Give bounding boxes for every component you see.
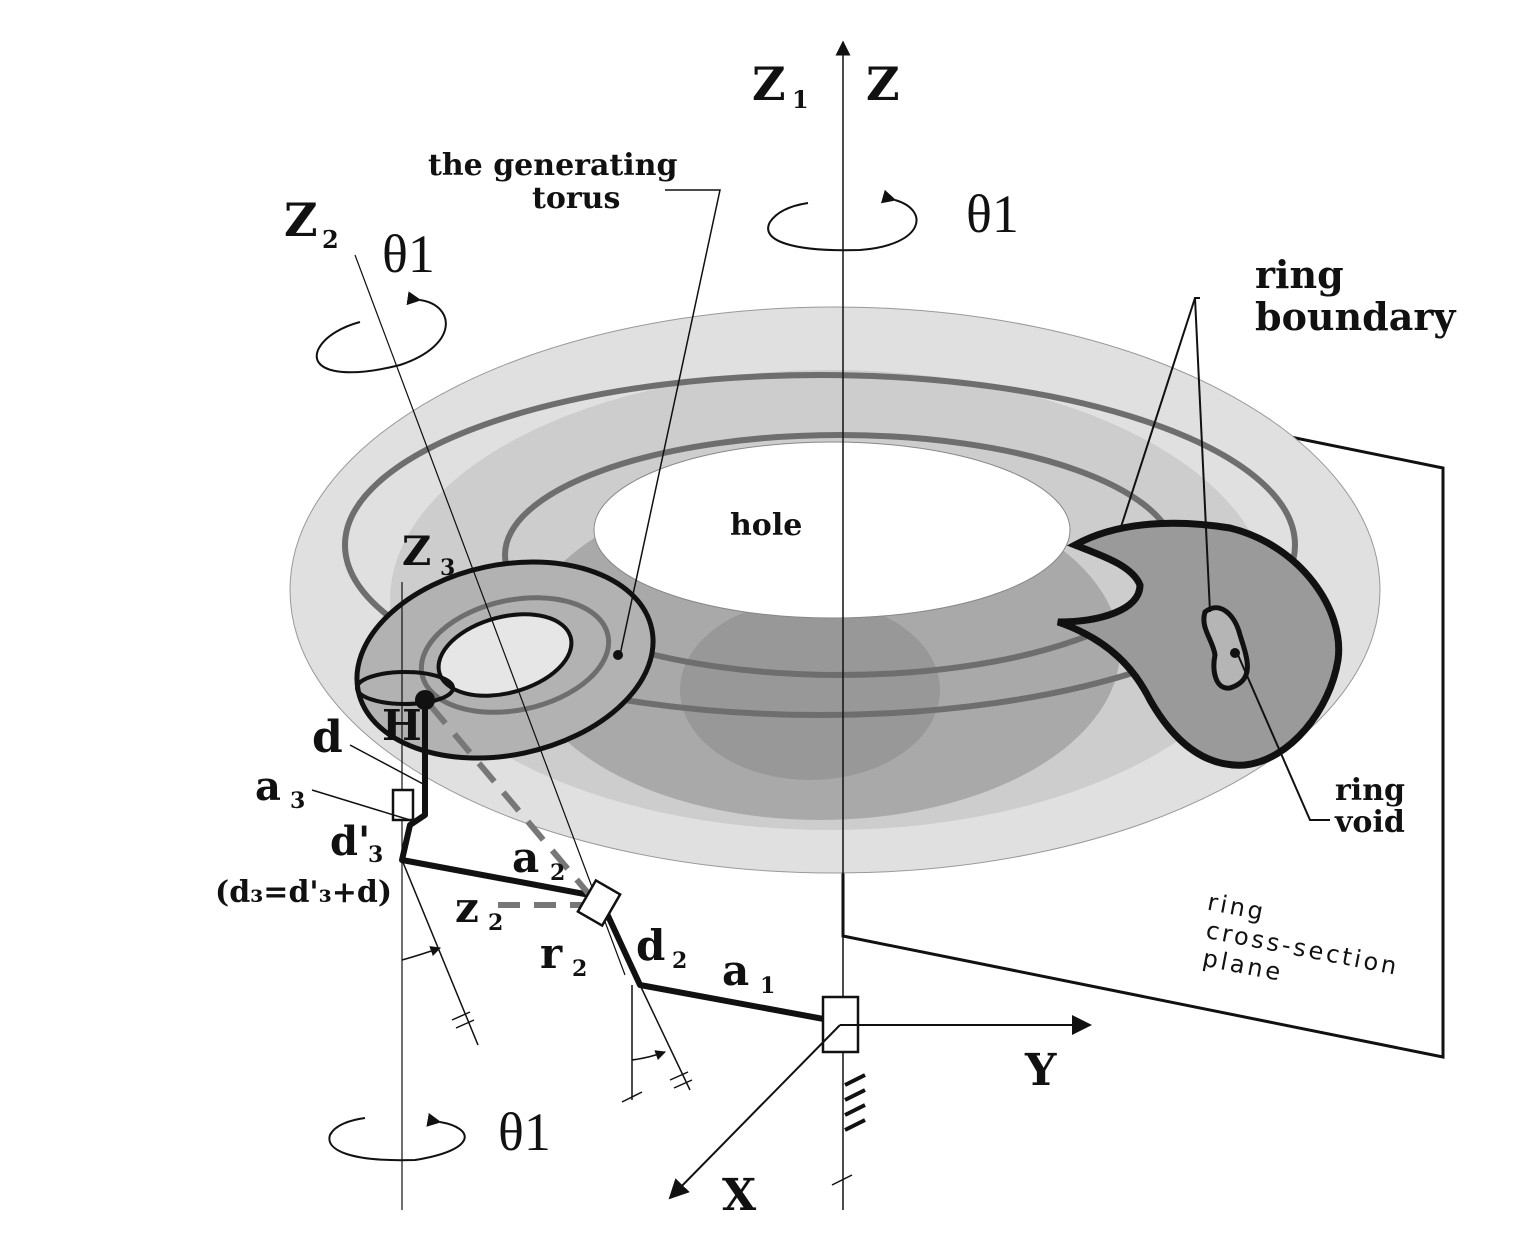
a2-subscript: 2 — [550, 860, 565, 886]
ring-void-label-2: void — [1334, 805, 1405, 840]
theta-bottom-label: θ1 — [498, 1102, 551, 1162]
theta-left-label: θ1 — [382, 224, 435, 284]
z1-label: Z — [752, 57, 786, 111]
a3-leader — [311, 789, 411, 821]
x-axis — [668, 1024, 841, 1200]
d-leader — [349, 744, 426, 786]
robot-link-chain — [399, 700, 841, 1025]
d3-formula-label: (d₃=d'₃+d) — [215, 875, 392, 910]
d2-subscript: 2 — [672, 948, 687, 974]
ground-tick — [831, 1174, 853, 1186]
rotation-arrow-top — [767, 189, 918, 252]
z2-axis-subscript: 2 — [322, 225, 339, 254]
rotation-arrow-left — [315, 291, 447, 374]
torus-hole — [593, 441, 1071, 619]
d3-prime-subscript: 3 — [368, 842, 383, 868]
generating-torus-label-1: the generating — [428, 148, 677, 183]
z2-axis — [354, 254, 626, 976]
d-label: d — [312, 712, 343, 763]
hole-label: hole — [730, 508, 802, 543]
z3-label: Z — [402, 528, 431, 575]
r2-subscript: 2 — [572, 956, 587, 982]
x-axis-label: X — [722, 1170, 757, 1221]
z2-label: z — [455, 883, 479, 932]
hand-joint — [415, 690, 435, 710]
d2-label: d — [636, 921, 665, 970]
ring-void-label-1: ring — [1335, 773, 1405, 808]
r2-dashed-link — [427, 703, 601, 907]
ring-boundary-label-2: boundary — [1255, 294, 1456, 339]
ring-boundary-label-1: ring — [1255, 252, 1344, 297]
theta-top-label: θ1 — [966, 184, 1019, 244]
a1-subscript: 1 — [760, 973, 775, 999]
z2-axis-label: Z — [284, 193, 318, 247]
y-axis-label: Y — [1024, 1045, 1057, 1096]
torus-center-shade — [680, 600, 940, 780]
joint-box-2 — [576, 878, 622, 928]
z2-subscript: 2 — [488, 910, 503, 936]
z1-subscript: 1 — [792, 85, 809, 114]
joint-marker-left — [401, 859, 479, 1046]
a1-label: a — [722, 946, 749, 995]
h-label: H — [382, 701, 422, 750]
ring-void-boundary — [1201, 605, 1250, 691]
a2-label: a — [512, 833, 539, 882]
z-label: Z — [866, 57, 900, 111]
z3-subscript: 3 — [440, 555, 455, 581]
hand-ellipse — [355, 670, 455, 706]
ring-void-leader — [1237, 654, 1330, 821]
generating-torus-leader — [619, 189, 721, 656]
r2-label: r — [540, 929, 563, 978]
generating-torus-label-2: torus — [532, 181, 620, 216]
joint-marker-right — [621, 984, 693, 1103]
ring-cross-section — [1056, 519, 1343, 769]
ground-hatch — [844, 1073, 866, 1132]
outer-grey-track — [342, 372, 1298, 718]
d3-prime-label: d' — [330, 818, 370, 865]
a3-label: a — [255, 763, 281, 810]
joint-box-3 — [391, 788, 415, 822]
a3-subscript: 3 — [290, 788, 305, 814]
ring-boundary-leader-b — [1194, 297, 1211, 613]
rotation-arrow-bottom — [328, 1112, 466, 1162]
